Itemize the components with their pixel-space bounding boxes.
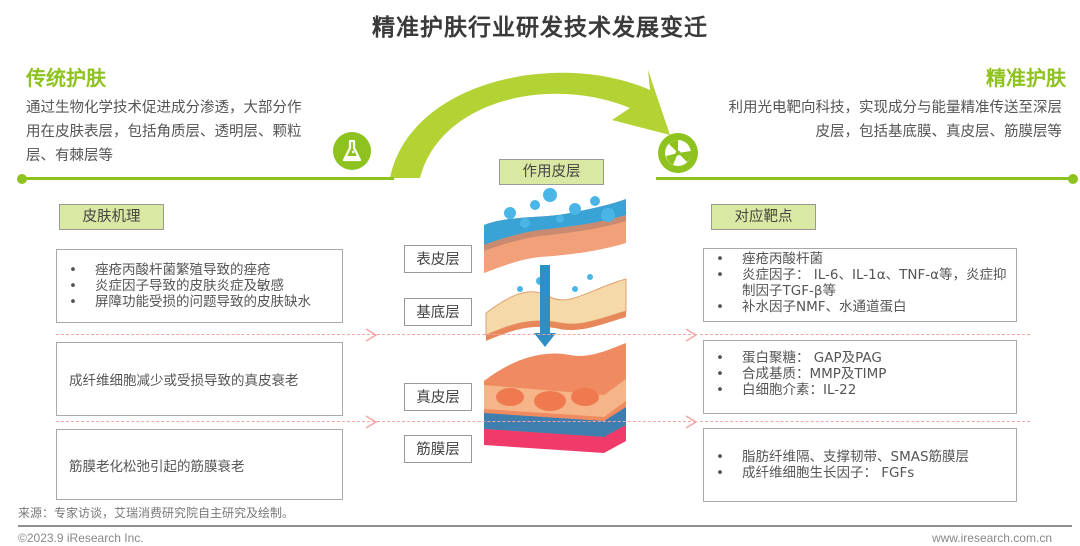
mechanism-box-dermis: 成纤维细胞减少或受损导致的真皮衰老 (56, 342, 343, 416)
target-item: 蛋白聚糖： GAP及PAG (716, 350, 1016, 366)
copyright: ©2023.9 iResearch Inc. (18, 531, 144, 545)
footer-divider (18, 525, 1072, 527)
layer-label-dermis: 真皮层 (404, 383, 472, 411)
divider-arrowhead-2 (365, 415, 378, 429)
target-item: 补水因子NMF、水通道蛋白 (716, 299, 1016, 315)
traditional-desc-line: 用在皮肤表层，包括角质层、透明层、颗粒 (26, 124, 302, 140)
tech-fan-icon (658, 133, 698, 173)
mechanism-text: 成纤维细胞减少或受损导致的真皮衰老 (69, 373, 299, 389)
transition-arrow (390, 70, 670, 178)
precision-description: 利用光电靶向科技，实现成分与能量精准传送至深层 皮层，包括基底膜、真皮层、筋膜层… (642, 96, 1063, 144)
traditional-title: 传统护肤 (26, 66, 106, 90)
layer-label-basal: 基底层 (404, 298, 472, 326)
divider-arrowhead-1b (685, 328, 698, 342)
precision-desc-line: 皮层，包括基底膜、真皮层、筋膜层等 (815, 124, 1063, 140)
skin-layers-illustration (484, 188, 627, 453)
target-item: 脂肪纤维隔、支撑韧带、SMAS筋膜层 (716, 449, 1016, 465)
target-box-fascia: 脂肪纤维隔、支撑韧带、SMAS筋膜层 成纤维细胞生长因子： FGFs (703, 428, 1017, 502)
target-item: 合成基质：MMP及TIMP (716, 366, 1016, 382)
layer-label-epidermis: 表皮层 (404, 245, 472, 273)
timeline-left (22, 177, 394, 180)
source-note: 来源：专家访谈，艾瑞消费研究院自主研究及绘制。 (18, 506, 295, 520)
target-item: 成纤维细胞生长因子： FGFs (716, 465, 1016, 481)
target-item: 炎症因子： IL-6、IL-1α、TNF-α等，炎症抑制因子TGF-β等 (716, 267, 1016, 299)
traditional-desc-line: 层、有棘层等 (26, 148, 113, 164)
center-tag: 作用皮层 (499, 159, 604, 185)
timeline-right (656, 177, 1072, 180)
precision-desc-line: 利用光电靶向科技，实现成分与能量精准传送至深层 (728, 100, 1063, 116)
mechanism-item: 痤疮丙酸杆菌繁殖导致的痤疮 (69, 262, 342, 278)
mechanism-box-epidermis: 痤疮丙酸杆菌繁殖导致的痤疮 炎症因子导致的皮肤炎症及敏感 屏障功能受损的问题导致… (56, 249, 343, 323)
divider-arrowhead-1 (365, 328, 378, 342)
target-box-dermis: 蛋白聚糖： GAP及PAG 合成基质：MMP及TIMP 白细胞介素：IL-22 (703, 340, 1017, 414)
mechanism-item: 炎症因子导致的皮肤炎症及敏感 (69, 278, 342, 294)
divider-arrowhead-2b (685, 415, 698, 429)
target-tag: 对应靶点 (711, 204, 816, 230)
traditional-desc-line: 通过生物化学技术促进成分渗透，大部分作 (26, 100, 302, 116)
page-title: 精准护肤行业研发技术发展变迁 (372, 15, 708, 41)
target-item: 白细胞介素：IL-22 (716, 382, 1016, 398)
timeline-end-dot (1068, 174, 1078, 184)
target-box-epidermis: 痤疮丙酸杆菌 炎症因子： IL-6、IL-1α、TNF-α等，炎症抑制因子TGF… (703, 248, 1017, 322)
divider-dashed-2-right (700, 421, 1030, 422)
target-item: 痤疮丙酸杆菌 (716, 251, 1016, 267)
layer-label-fascia: 筋膜层 (404, 435, 472, 463)
mechanism-box-fascia: 筋膜老化松弛引起的筋膜衰老 (56, 429, 343, 500)
divider-dashed-1-right (700, 334, 1030, 335)
mechanism-item: 屏障功能受损的问题导致的皮肤缺水 (69, 294, 342, 310)
traditional-description: 通过生物化学技术促进成分渗透，大部分作 用在皮肤表层，包括角质层、透明层、颗粒 … (26, 96, 366, 168)
precision-title: 精准护肤 (986, 66, 1066, 90)
mechanism-tag: 皮肤机理 (59, 204, 164, 230)
website-link[interactable]: www.iresearch.com.cn (931, 531, 1052, 545)
flask-icon (333, 132, 371, 170)
mechanism-text: 筋膜老化松弛引起的筋膜衰老 (69, 458, 245, 475)
